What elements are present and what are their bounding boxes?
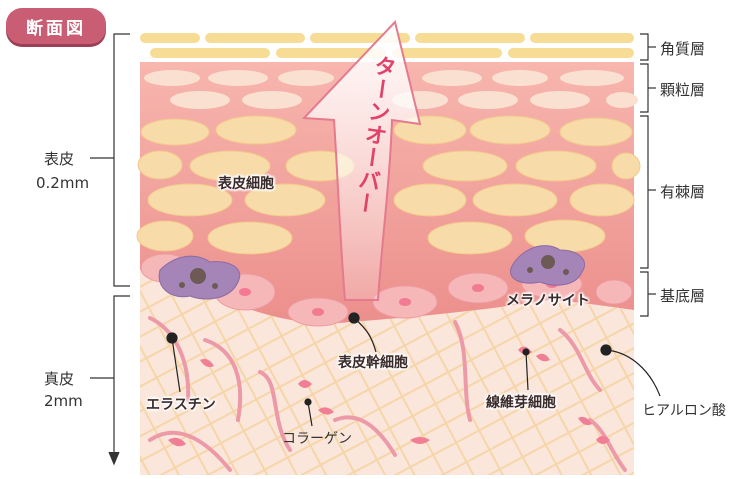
fibroblast-label: 線維芽細胞 xyxy=(486,395,556,411)
layer-label-basal: 基底層 xyxy=(660,287,706,305)
spinous-cells xyxy=(136,115,641,255)
elastin-fibers xyxy=(148,316,627,472)
elastin-label: エラスチン xyxy=(146,397,216,413)
layer-label-spinous: 有棘層 xyxy=(660,183,706,201)
melanocyte-label: メラノサイト xyxy=(506,293,590,309)
dermis-thickness: 2mm xyxy=(44,392,83,410)
granular-cells xyxy=(144,70,638,109)
layer-brackets xyxy=(90,33,656,466)
layer-label-granular: 顆粒層 xyxy=(660,81,706,99)
callout-leaders xyxy=(166,312,661,427)
melanocyte-shapes xyxy=(158,245,585,300)
epidermis-thickness: 0.2mm xyxy=(36,174,90,192)
stratum-corneum-strips xyxy=(140,33,634,58)
layer-label-stratum-corneum: 角質層 xyxy=(660,40,706,58)
dermis-label: 真皮 xyxy=(44,370,75,388)
epidermis-label: 表皮 xyxy=(44,150,75,168)
collagen-label: コラーゲン xyxy=(282,431,352,447)
epidermal-cell-label: 表皮細胞 xyxy=(218,176,274,192)
epidermal-stem-cell-label: 表皮幹細胞 xyxy=(338,355,408,371)
turnover-arrow xyxy=(301,19,422,301)
fibroblast-shapes xyxy=(168,346,610,447)
hyaluronic-acid-label: ヒアルロン酸 xyxy=(642,403,726,419)
section-badge: 断面図 xyxy=(6,8,106,44)
